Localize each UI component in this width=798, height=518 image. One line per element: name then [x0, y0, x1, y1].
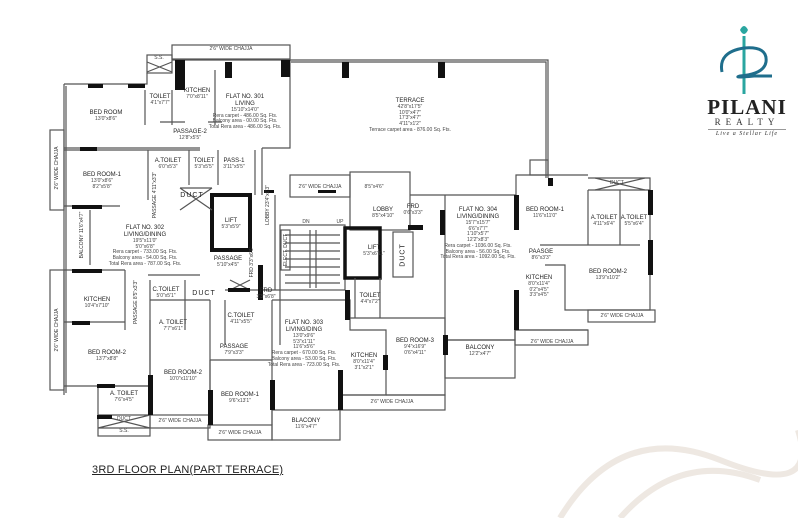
ss-label-2: S.S.	[119, 428, 129, 434]
chajja-label-5: 2'6" WIDE CHAJJA	[298, 184, 342, 190]
lobby-vertical-label: LOBBY 23'4"x6'3"	[265, 185, 271, 225]
frd-vertical: FRD 3'3"x6'6"	[249, 246, 255, 278]
chajja-label-3: 2'6" WIDE CHAJJA	[218, 430, 262, 436]
chajja-label-2: 2'6" WIDE CHAJJA	[158, 418, 202, 424]
plan-title: 3RD FLOOR PLAN(PART TERRACE)	[92, 464, 284, 476]
passage2-302: PASSAGE 8'5"x3'3"	[133, 280, 139, 324]
background-swirl-decoration	[557, 430, 798, 518]
pilani-realty-logo-icon	[719, 26, 772, 94]
lobby-ext-dims: 8'5"x4'6"	[364, 184, 384, 190]
chajja-label-6: 2'6" WIDE CHAJJA	[600, 313, 644, 319]
duct-label-2: DUCT	[192, 290, 216, 297]
duct-label: DUCT	[180, 192, 204, 199]
balcony-302: BALCONY 11'6"x4'7"	[79, 211, 85, 259]
brand-tagline: Live a Stellar Life	[708, 129, 786, 137]
stair-up-label: UP	[336, 219, 344, 225]
room-passage-302: PASSAGE 4'11"x3'3"	[152, 171, 158, 219]
chajja-label: 2'6" WIDE CHAJJA	[209, 46, 253, 52]
duct-label-3: DUCT	[117, 416, 131, 422]
ss-label: S.S.	[154, 55, 164, 61]
left-chajja-label-top: 2'6" WIDE CHAJJA	[54, 146, 60, 190]
left-chajja-label-bottom: 2'6" WIDE CHAJJA	[54, 308, 60, 352]
chajja-label-4: 2'6" WIDE CHAJJA	[370, 399, 414, 405]
duct-vertical-label: DUCT	[399, 243, 407, 267]
brand-name: PILANI	[707, 95, 787, 119]
chajja-label-7: 2'6" WIDE CHAJJA	[530, 339, 574, 345]
elect-duct-label: ELECT. DUCT	[283, 233, 289, 267]
brand-block: PILANI REALTY Live a Stellar Life	[702, 95, 792, 137]
duct-label-4: DUCT	[610, 180, 624, 186]
brand-sub: REALTY	[714, 117, 780, 127]
stair-down-label: DN	[302, 219, 310, 225]
